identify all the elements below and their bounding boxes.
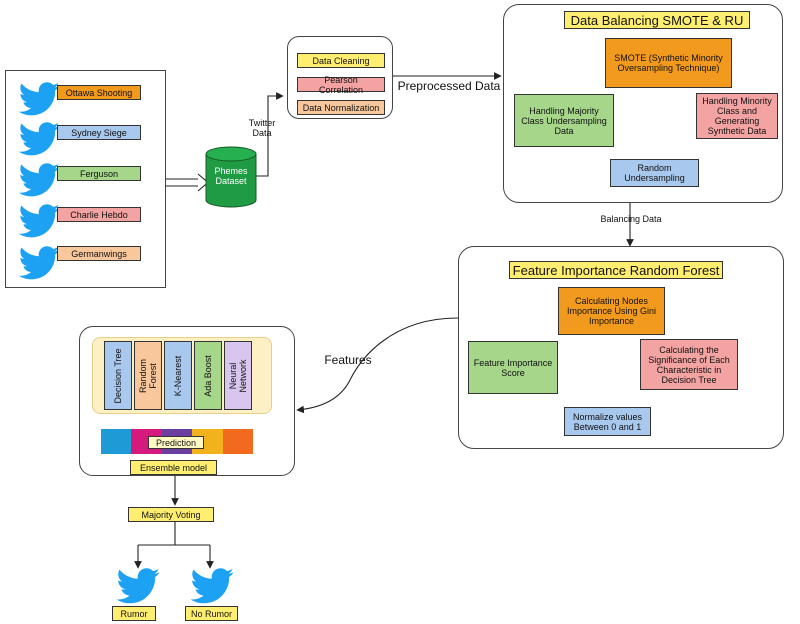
majority-class-node: Handling Majority Class Undersampling Da… [514, 94, 614, 147]
rumor-label: Rumor [112, 606, 156, 621]
features-label: Features [324, 353, 372, 367]
balancing-title: Data Balancing SMOTE & RU [564, 11, 750, 29]
event-ferguson: Ferguson [57, 166, 141, 181]
model-k-nearest: K-Nearest [164, 341, 192, 410]
feature-score-node: Feature Importance Score [468, 341, 558, 394]
twitter-bird-icon [18, 82, 60, 116]
significance-node: Calculating the Significance of Each Cha… [640, 339, 738, 390]
model-random-forest: Random Forest [134, 341, 162, 410]
twitter-bird-icon [190, 568, 234, 604]
twitter-bird-icon [18, 122, 60, 156]
twitter-bird-icon [18, 163, 60, 197]
database-label: Phemes Dataset [214, 166, 248, 186]
no-rumor-label: No Rumor [185, 606, 238, 621]
gini-importance-node: Calculating Nodes Importance Using Gini … [558, 287, 665, 335]
model-neural-network: Neural Network [224, 341, 252, 410]
twitter-bird-icon [18, 246, 60, 280]
data-normalization-step: Data Normalization [297, 100, 385, 115]
model-ada-boost: Ada Boost [194, 341, 222, 410]
feature-title: Feature Importance Random Forest [509, 261, 723, 279]
event-charlie-hebdo: Charlie Hebdo [57, 207, 141, 222]
random-undersampling-node: Random Undersampling [610, 159, 699, 187]
majority-voting-label: Majority Voting [128, 507, 214, 522]
event-ottawa-shooting: Ottawa Shooting [57, 85, 141, 100]
model-decision-tree: Decision Tree [104, 341, 132, 410]
twitter-bird-icon [18, 204, 60, 238]
twitter-data-label: Twitter Data [248, 118, 276, 138]
event-sydney-siege: Sydney Siege [57, 125, 141, 140]
pearson-correlation-step: Pearson Correlation [297, 75, 385, 95]
event-germanwings: Germanwings [57, 246, 141, 261]
smote-node: SMOTE (Synthetic Minority Oversampling T… [605, 38, 732, 88]
minority-class-node: Handling Minority Class and Generating S… [696, 93, 778, 139]
data-cleaning-step: Data Cleaning [297, 53, 385, 68]
twitter-bird-icon [116, 568, 160, 604]
normalize-node: Normalize values Between 0 and 1 [564, 407, 651, 436]
balancing-data-label: Balancing Data [600, 214, 662, 224]
prediction-label: Prediction [148, 436, 204, 449]
preprocessed-data-label: Preprocessed Data [397, 79, 501, 93]
ensemble-model-label: Ensemble model [130, 460, 217, 475]
database-cylinder-icon [205, 146, 257, 208]
